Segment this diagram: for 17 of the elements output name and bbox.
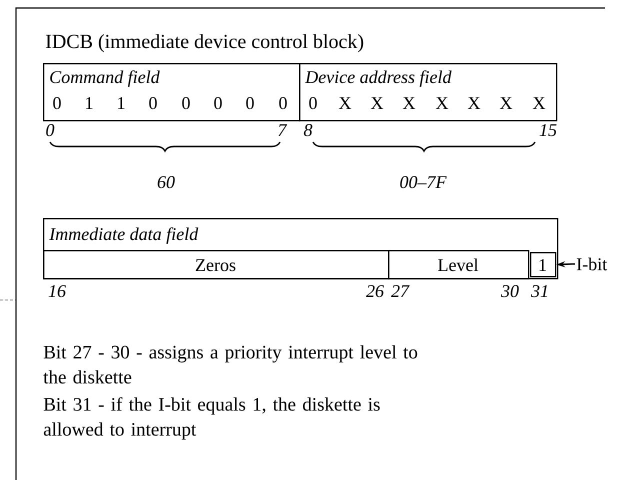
bit-number: 31 (530, 285, 548, 298)
field-cell: Level (388, 250, 530, 280)
title: IDCB (immediate device control block) (46, 34, 364, 52)
value-label: 00–7F (400, 176, 447, 188)
bit-cell: 1 (530, 252, 556, 278)
register-field-box: Command field 0 1 1 0 0 0 0 0 (43, 63, 300, 122)
arrow-label: I-bit (576, 258, 608, 270)
field-cell: Zeros (43, 250, 390, 280)
bit-number: 30 (500, 285, 519, 298)
bit-number: 8 (304, 124, 312, 136)
bit-number: 7 (278, 124, 288, 136)
bit-number: 27 (391, 285, 410, 297)
note-text: Bit 31 - if the I-bit equals 1, the diskette is allowed to interrupt (44, 397, 380, 440)
register-field-box: Device address field 0 X X X X X X X (299, 63, 558, 122)
bit-number: 26 (366, 285, 384, 298)
note-text: Bit 27 - 30 - assigns a priority interrupt level to the diskette (43, 345, 418, 384)
value-label: 60 (158, 176, 175, 188)
